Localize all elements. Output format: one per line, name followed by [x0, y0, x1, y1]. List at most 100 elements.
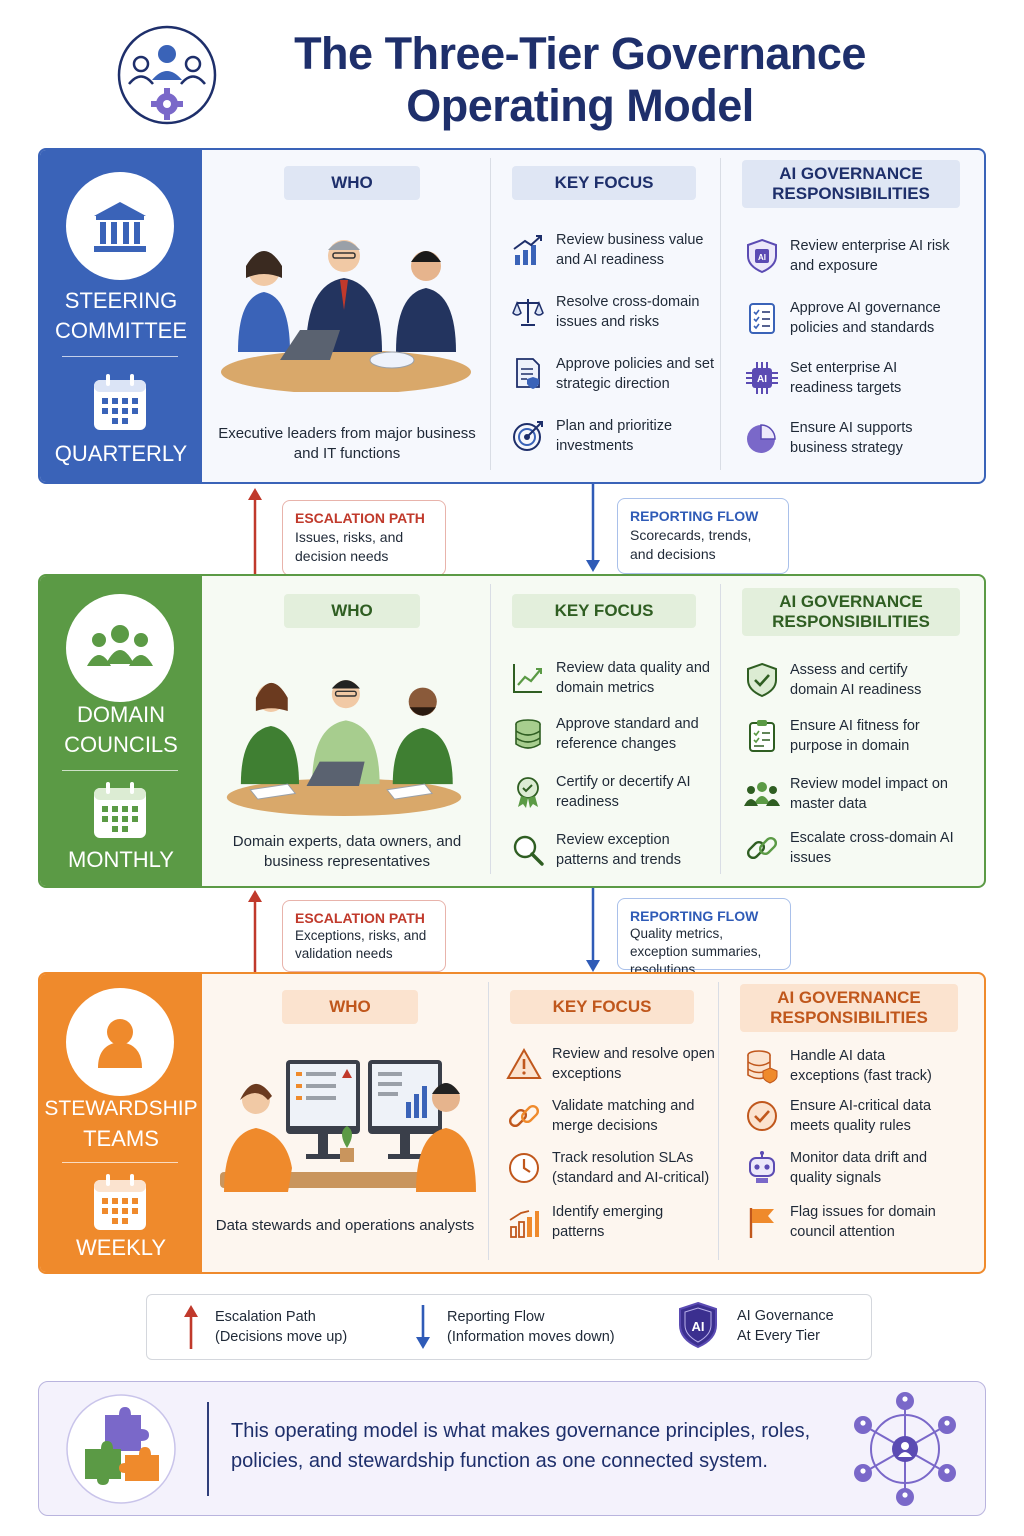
ai-item: AI Set enterprise AI readiness targets [742, 358, 955, 398]
people-gear-icon [117, 25, 217, 125]
reporting-text: Scorecards, trends, and decisions [630, 527, 752, 562]
stewardship-desk-illustration [220, 1060, 476, 1192]
people-group-icon [744, 782, 780, 806]
down-arrow-icon [416, 1305, 430, 1349]
who-description: Domain experts, data owners, and busines… [232, 833, 462, 870]
key-focus-header: KEY FOCUS [512, 594, 696, 628]
divider [718, 982, 719, 1260]
ai-text: Flag issues for domain council attention [790, 1204, 936, 1240]
ai-item: Ensure AI supports business strategy [742, 418, 955, 458]
focus-text: Certify or decertify AI readiness [556, 774, 691, 810]
flag-icon [749, 1208, 774, 1238]
legend-escalation: Escalation Path (Decisions move up) [183, 1305, 347, 1349]
certificate-badge-icon [517, 777, 539, 808]
robot-icon [749, 1151, 775, 1183]
divider [488, 982, 489, 1260]
ai-header-line1: AI GOVERNANCE [779, 592, 923, 611]
ai-header-line1: AI GOVERNANCE [779, 164, 923, 183]
ai-item: Ensure AI-critical data meets quality ru… [742, 1096, 955, 1136]
tier-side: STEERING COMMITTEE QUARTERLY [40, 150, 202, 482]
ai-text: Escalate cross-domain AI issues [790, 830, 954, 866]
ai-text: Review enterprise AI risk and exposure [790, 238, 950, 274]
calendar-icon [94, 782, 146, 838]
ai-item: Handle AI data exceptions (fast track) [742, 1046, 955, 1086]
focus-item: Review exception patterns and trends [508, 830, 721, 870]
ai-shield-icon: AI [747, 238, 777, 274]
legend-ai-desc: At Every Tier [737, 1328, 820, 1344]
divider [490, 158, 491, 470]
ai-header-line2: RESPONSIBILITIES [772, 184, 930, 203]
focus-text: Track resolution SLAs (standard and AI-c… [552, 1150, 710, 1186]
focus-text: Approve policies and set strategic direc… [556, 356, 714, 392]
tier-steering-committee: STEERING COMMITTEE QUARTERLY WHO KEY FOC… [38, 148, 986, 484]
legend-reporting: Reporting Flow (Information moves down) [415, 1305, 615, 1349]
focus-text: Review exception patterns and trends [556, 832, 681, 868]
ai-badge-text: AI [692, 1319, 705, 1334]
reporting-title: REPORTING FLOW [630, 508, 759, 524]
escalation-text: Issues, risks, and decision needs [295, 529, 404, 564]
who-header: WHO [282, 990, 418, 1024]
focus-text: Resolve cross-domain issues and risks [556, 294, 700, 330]
who-description: Data stewards and operations analysts [215, 1217, 475, 1234]
tier-name-line2: COUNCILS [64, 732, 178, 757]
tier-body: WHO KEY FOCUS AI GOVERNANCE RESPONSIBILI… [202, 974, 984, 1272]
focus-text: Review data quality and domain metrics [556, 660, 710, 696]
focus-item: Approve policies and set strategic direc… [508, 354, 721, 394]
tier-body: WHO KEY FOCUS AI GOVERNANCE RESPONSIBILI… [202, 150, 984, 482]
tier-name-line2: COMMITTEE [55, 318, 187, 343]
ai-text: Set enterprise AI readiness targets [790, 360, 902, 396]
legend-reporting-title: Reporting Flow [447, 1309, 545, 1325]
who-header: WHO [284, 594, 420, 628]
scales-icon [512, 299, 544, 326]
ai-text: Monitor data drift and quality signals [790, 1150, 928, 1186]
government-building-icon [94, 202, 146, 252]
ai-item: AI Review enterprise AI risk and exposur… [742, 236, 955, 276]
check-circle-icon [747, 1101, 777, 1131]
tier-stewardship-teams: STEWARDSHIP TEAMS WEEKLY WHO KEY FOCUS A… [38, 972, 986, 1274]
checklist-icon [749, 303, 775, 334]
domain-meeting-illustration [226, 680, 462, 816]
svg-text:AI: AI [757, 374, 767, 385]
focus-item: Plan and prioritize investments [508, 416, 721, 456]
legend: Escalation Path (Decisions move up) Repo… [146, 1294, 872, 1360]
focus-item: Track resolution SLAs (standard and AI-c… [504, 1148, 717, 1188]
divider [720, 584, 721, 874]
network-hub-icon [854, 1392, 956, 1506]
legend-ai-governance: AI AI Governance At Every Tier [677, 1301, 834, 1351]
ai-text: Ensure AI supports business strategy [790, 420, 913, 456]
header: The Three-Tier Governance Operating Mode… [0, 0, 1024, 145]
svg-text:AI: AI [758, 253, 766, 262]
badge [66, 594, 174, 702]
divider [62, 1162, 178, 1163]
policy-document-icon [516, 358, 540, 389]
legend-ai-title: AI Governance [737, 1308, 834, 1324]
frequency-label: WEEKLY [75, 1235, 167, 1260]
ai-shield-icon: AI [679, 1301, 717, 1349]
executive-meeting-illustration [221, 240, 471, 392]
ai-item: Escalate cross-domain AI issues [742, 828, 955, 868]
legend-reporting-desc: (Information moves down) [447, 1329, 615, 1345]
reporting-flow-box: REPORTING FLOW Quality metrics, exceptio… [617, 898, 791, 977]
divider [490, 584, 491, 874]
ai-text: Review model impact on master data [790, 776, 948, 812]
magnifier-icon [513, 835, 544, 866]
person-icon [98, 1019, 142, 1068]
reporting-title: REPORTING FLOW [630, 908, 759, 924]
calendar-icon [94, 374, 146, 430]
focus-item: Validate matching and merge decisions [504, 1096, 717, 1136]
tier-side: STEWARDSHIP TEAMS WEEKLY [40, 974, 202, 1272]
frequency-label: MONTHLY [68, 847, 174, 872]
database-icon [515, 719, 541, 749]
frequency-label: QUARTERLY [54, 441, 188, 466]
ai-text: Handle AI data exceptions (fast track) [790, 1048, 932, 1084]
pie-chart-icon [747, 424, 776, 453]
calendar-icon [94, 1174, 146, 1230]
focus-item: Identify emerging patterns [504, 1202, 717, 1242]
tier-domain-councils: DOMAIN COUNCILS MONTHLY WHO KEY FOCUS AI… [38, 574, 986, 888]
focus-text: Review and resolve open exceptions [552, 1046, 715, 1082]
ai-item: Assess and certify domain AI readiness [742, 660, 955, 700]
reporting-arrow-down [586, 888, 600, 972]
focus-text: Identify emerging patterns [552, 1204, 664, 1240]
footer-message: This operating model is what makes gover… [231, 1420, 811, 1472]
ai-item: Monitor data drift and quality signals [742, 1148, 955, 1188]
